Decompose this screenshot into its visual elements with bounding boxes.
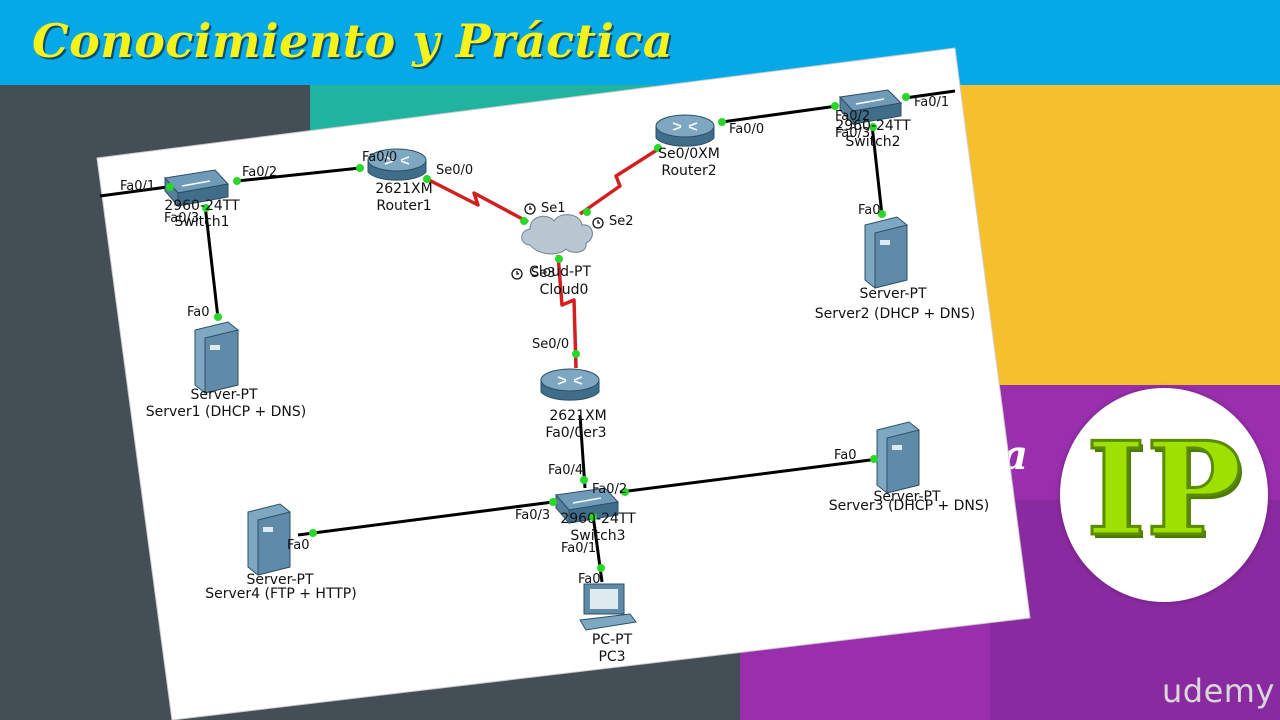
port-label: Fa0/2 — [835, 109, 870, 124]
server1-model: Server-PT — [190, 387, 258, 403]
link-sw3-srv3 — [619, 457, 879, 494]
server3-name: Server3 (DHCP + DNS) — [829, 498, 990, 514]
port-label: Se0/0 — [532, 337, 569, 352]
server1-icon[interactable] — [194, 321, 239, 394]
port-label: Fa0/2 — [592, 482, 627, 497]
router3-icon[interactable] — [540, 368, 600, 401]
link-sw1-srv1 — [203, 204, 220, 319]
link-sw1-r1 — [236, 166, 361, 183]
port-indicators — [166, 93, 910, 572]
port-label: Fa0 — [578, 572, 601, 587]
clock-icon — [592, 217, 604, 229]
port-label: Fa0/4 — [548, 463, 583, 478]
server2-model: Server-PT — [859, 286, 927, 302]
router2-icon[interactable] — [655, 114, 715, 147]
link-r3-sw3 — [578, 414, 587, 489]
ip-logo: IP — [1060, 388, 1268, 602]
switch3-name: Switch3 — [570, 528, 625, 544]
switch1-model: 2960-24TT — [164, 198, 240, 214]
server3-icon[interactable] — [876, 421, 920, 494]
port-label: Fa0 — [834, 448, 857, 463]
ip-logo-text: IP — [1084, 414, 1243, 567]
port-label: Se2 — [609, 214, 634, 229]
port-label: Fa0 — [858, 203, 881, 218]
port-label: Fa0/0 — [362, 150, 397, 165]
title-bar: Conocimiento y Práctica — [0, 0, 1280, 85]
server2-icon[interactable] — [864, 216, 908, 289]
link-r2-sw2 — [721, 104, 838, 124]
router1-model: 2621XM — [375, 181, 432, 197]
serial-links — [424, 146, 661, 369]
router1-icon[interactable] — [367, 148, 427, 181]
server4-name: Server4 (FTP + HTTP) — [205, 586, 356, 602]
router3-name: Fa0/0er3 — [545, 425, 606, 441]
port-label: Fa0 — [187, 305, 210, 320]
port-label: Fa0/3 — [835, 126, 870, 141]
serial-r1-cloud — [424, 176, 529, 224]
switch3-icon[interactable] — [555, 487, 620, 525]
pc-icon[interactable] — [579, 583, 637, 631]
port-label: Se0/0 — [436, 163, 473, 178]
router2-name: Router2 — [661, 163, 716, 179]
switch1-name: Switch1 — [174, 214, 229, 230]
server4-model: Server-PT — [246, 572, 314, 588]
port-label: Fa0/2 — [242, 165, 277, 180]
server1-name: Server1 (DHCP + DNS) — [146, 404, 307, 420]
server4-icon[interactable] — [247, 503, 291, 576]
page-title: Conocimiento y Práctica — [32, 14, 674, 68]
link-sw2-srv2 — [870, 124, 884, 216]
port-label: Fa0 — [287, 538, 310, 553]
clock-icon — [524, 203, 536, 215]
switch2-icon[interactable] — [838, 89, 903, 126]
cloud-model: Cloud-PT — [529, 264, 591, 280]
link-sw1-external — [99, 184, 176, 198]
link-sw3-srv4 — [297, 500, 554, 537]
pc3-name: PC3 — [598, 649, 625, 665]
serial-r2-cloud — [578, 146, 661, 216]
link-sw2-external — [904, 89, 956, 100]
switch3-model: 2960-24TT — [560, 511, 636, 527]
device-labels: 2960-24TT Switch1 2621XM Router1 Se0/0XM… — [146, 118, 990, 665]
router2-model: Se0/0XM — [658, 146, 720, 162]
switch2-name: Switch2 — [845, 134, 900, 150]
background-yellow-panel — [960, 85, 1280, 385]
router3-model: 2621XM — [549, 408, 606, 424]
port-label: Se1 — [541, 201, 566, 216]
switch2-model: 2960-24TT — [835, 118, 911, 134]
port-label: Fa0/0 — [729, 122, 764, 137]
udemy-watermark: udemy — [1162, 672, 1275, 710]
cloud-icon[interactable] — [521, 214, 593, 255]
port-label: Fa0/1 — [120, 179, 155, 194]
clock-icons — [511, 203, 604, 280]
port-label: Fa0/1 — [914, 95, 949, 110]
server2-name: Server2 (DHCP + DNS) — [815, 306, 976, 322]
pc3-model: PC-PT — [592, 632, 633, 648]
port-label: Fa0/1 — [561, 541, 596, 556]
serial-cloud-r3 — [556, 254, 578, 369]
port-label: Fa0/3 — [164, 211, 199, 226]
server3-model: Server-PT — [873, 489, 941, 505]
clock-icon — [511, 268, 523, 280]
port-label: Fa0/3 — [515, 508, 550, 523]
port-label: Se3 — [531, 266, 556, 281]
port-labels: Fa0/1 Fa0/2 Fa0/3 Fa0/0 Se0/0 Se1 Se2 Se… — [120, 95, 949, 587]
cloud-name: Cloud0 — [540, 282, 589, 298]
router1-name: Router1 — [376, 198, 431, 214]
